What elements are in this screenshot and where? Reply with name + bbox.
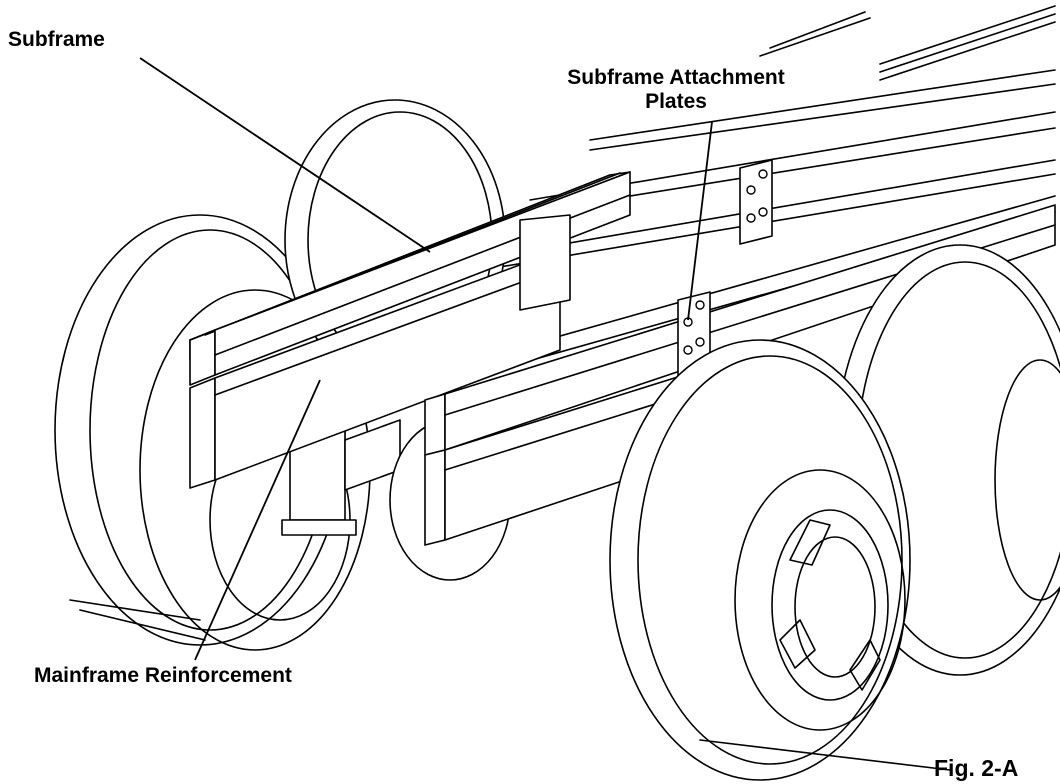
attachment-plates xyxy=(677,159,773,377)
attachment-plates-label-line1: Subframe Attachment xyxy=(567,66,785,89)
mainframe-reinforcement-label: Mainframe Reinforcement xyxy=(34,664,292,687)
leader-lines xyxy=(139,57,713,661)
attachment-plates-label: Subframe Attachment Plates xyxy=(536,66,816,114)
subframe-label: Subframe xyxy=(8,28,105,51)
attachment-plates-label-line2: Plates xyxy=(645,90,707,113)
figure-number: Fig. 2-A xyxy=(934,755,1019,781)
front-right-tires xyxy=(609,244,1060,781)
